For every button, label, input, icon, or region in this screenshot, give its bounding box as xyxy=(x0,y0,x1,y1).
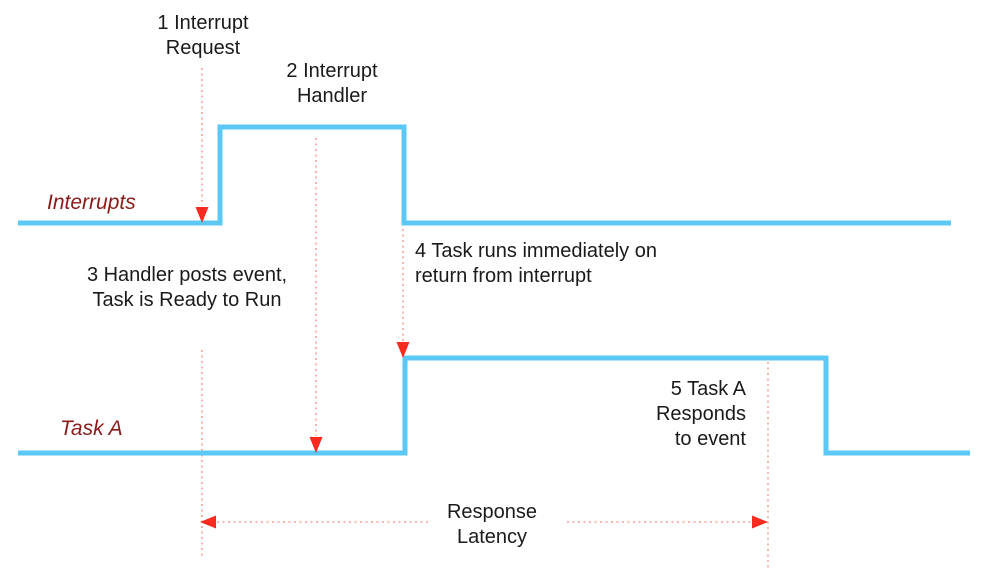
annotation-line: Response xyxy=(446,501,538,523)
task-a-trace xyxy=(18,355,970,456)
series-label-task-a: Task A xyxy=(60,417,123,440)
annotation-line: 3 Handler posts event, xyxy=(86,264,288,286)
annotation-line: 1 Interrupt xyxy=(157,12,249,34)
annotation-line: 2 Interrupt xyxy=(286,60,378,82)
annotation-line: Latency xyxy=(456,526,528,548)
arrow-right-latency-icon xyxy=(752,515,768,529)
annotation-handler-posts-event: 3 Handler posts event, Task is Ready to … xyxy=(37,263,337,313)
arrow-down-interrupt-request-icon xyxy=(195,207,209,223)
arrow-left-latency-icon xyxy=(200,515,216,529)
arrow-down-task-ready-icon xyxy=(309,437,323,453)
annotation-line: to event xyxy=(674,428,746,450)
annotation-interrupt-request: 1 Interrupt Request xyxy=(53,11,353,61)
arrow-down-task-runs-icon xyxy=(396,342,410,358)
annotation-task-responds: 5 Task A Responds to event xyxy=(546,377,746,452)
annotation-line: 5 Task A xyxy=(670,378,746,400)
interrupts-trace xyxy=(18,124,951,226)
annotation-task-runs-immediately: 4 Task runs immediately on return from i… xyxy=(415,239,735,289)
annotation-interrupt-handler: 2 Interrupt Handler xyxy=(182,59,482,109)
annotation-line: Task is Ready to Run xyxy=(92,289,282,311)
annotation-line: 4 Task runs immediately on xyxy=(415,240,657,262)
annotation-line: Handler xyxy=(296,85,368,107)
annotation-line: return from interrupt xyxy=(415,265,592,287)
annotation-line: Responds xyxy=(655,403,746,425)
latency-measure-label: Response Latency xyxy=(392,500,592,550)
series-label-interrupts: Interrupts xyxy=(47,191,136,214)
annotation-line: Request xyxy=(165,37,241,59)
